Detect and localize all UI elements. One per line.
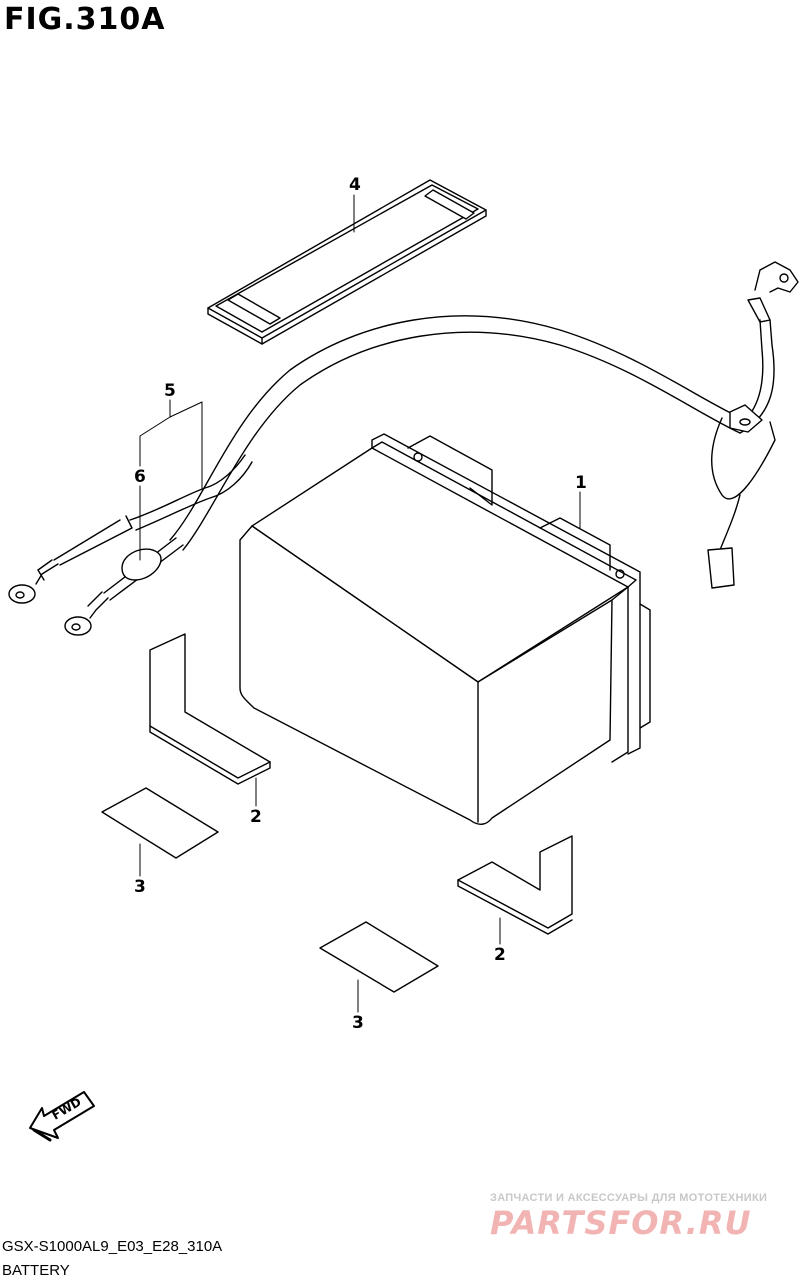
callout-2-right: 2	[494, 945, 506, 965]
callout-2-left: 2	[250, 807, 262, 827]
battery-cushion-right	[457, 835, 573, 935]
battery	[239, 433, 651, 825]
battery-cushion-left	[149, 633, 271, 785]
fwd-arrow-icon: FWD	[29, 1091, 95, 1142]
callout-6: 6	[134, 467, 146, 487]
leader-lines	[139, 194, 581, 1013]
figure-title: FIG.310A	[4, 2, 166, 37]
model-code: GSX-S1000AL9_E03_E28_310A	[2, 1238, 223, 1255]
callout-3-left: 3	[134, 877, 146, 897]
callout-4: 4	[349, 175, 361, 195]
watermark-logo: PARTSFOR.RU	[490, 1204, 752, 1242]
callout-3-right: 3	[352, 1013, 364, 1033]
figure-name: BATTERY	[2, 1262, 70, 1279]
watermark-tagline: ЗАПЧАСТИ И АКСЕССУАРЫ ДЛЯ МОТОТЕХНИКИ	[490, 1192, 768, 1204]
battery-strap	[207, 179, 487, 345]
callout-5: 5	[164, 381, 176, 401]
battery-pad-right	[319, 921, 439, 993]
battery-cable-harness	[8, 261, 799, 636]
battery-pad-left	[101, 787, 219, 859]
callout-1: 1	[575, 473, 587, 493]
